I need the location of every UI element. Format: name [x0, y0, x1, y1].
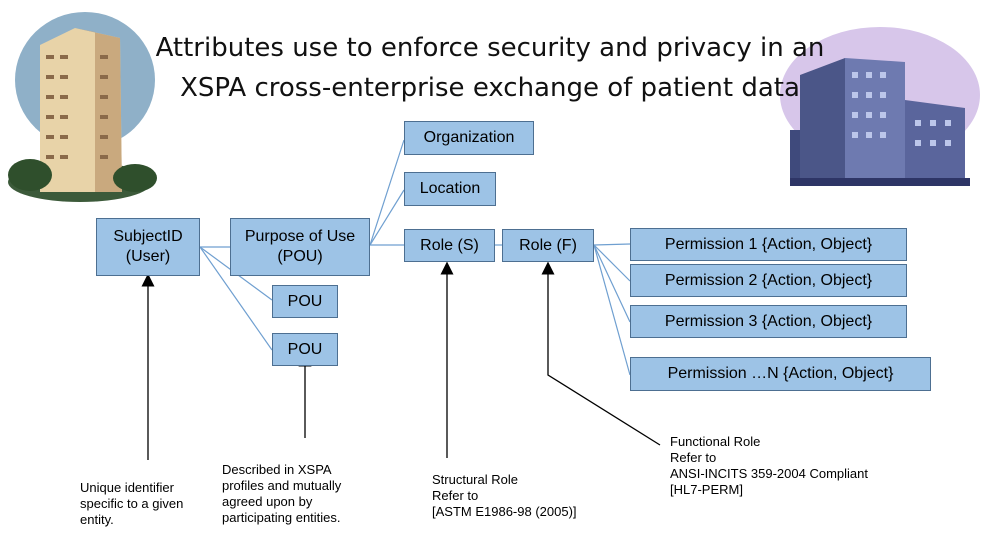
title-line-2: XSPA cross-enterprise exchange of patien…: [180, 73, 800, 103]
location-box: Location: [404, 172, 496, 206]
role-functional-box: Role (F): [502, 229, 594, 262]
hospital-building-icon: [780, 27, 980, 186]
pou-box-3: POU: [272, 333, 338, 366]
note-subject-id: Unique identifier specific to a given en…: [80, 480, 184, 527]
purpose-of-use-box: Purpose of Use (POU): [230, 218, 370, 276]
pou-box-2: POU: [272, 285, 338, 318]
link-rolef-perm1: [593, 243, 631, 246]
title-line-1: Attributes use to enforce security and p…: [155, 33, 825, 63]
permission-2-box: Permission 2 {Action, Object}: [630, 264, 907, 297]
permission-n-box: Permission …N {Action, Object}: [630, 357, 931, 391]
role-structural-box: Role (S): [404, 229, 495, 262]
link-subject-pou3: [199, 246, 273, 351]
page-title: Attributes use to enforce security and p…: [150, 28, 830, 108]
link-rolef-perm3: [593, 244, 631, 323]
residential-tower-icon: [8, 12, 157, 202]
link-pou-loc: [369, 189, 405, 246]
permission-3-box: Permission 3 {Action, Object}: [630, 305, 907, 338]
note-purpose-of-use: Described in XSPA profiles and mutually …: [222, 462, 342, 525]
subject-id-box: SubjectID (User): [96, 218, 200, 276]
link-rolef-permn: [593, 244, 631, 376]
organization-box: Organization: [404, 121, 534, 155]
permission-1-box: Permission 1 {Action, Object}: [630, 228, 907, 261]
link-rolef-perm2: [593, 244, 631, 282]
note-functional-role: Functional Role Refer to ANSI-INCITS 359…: [670, 434, 868, 497]
arrow-role-f: [541, 261, 661, 446]
link-pou-org: [369, 139, 405, 246]
note-structural-role: Structural Role Refer to [ASTM E1986-98 …: [432, 472, 577, 519]
